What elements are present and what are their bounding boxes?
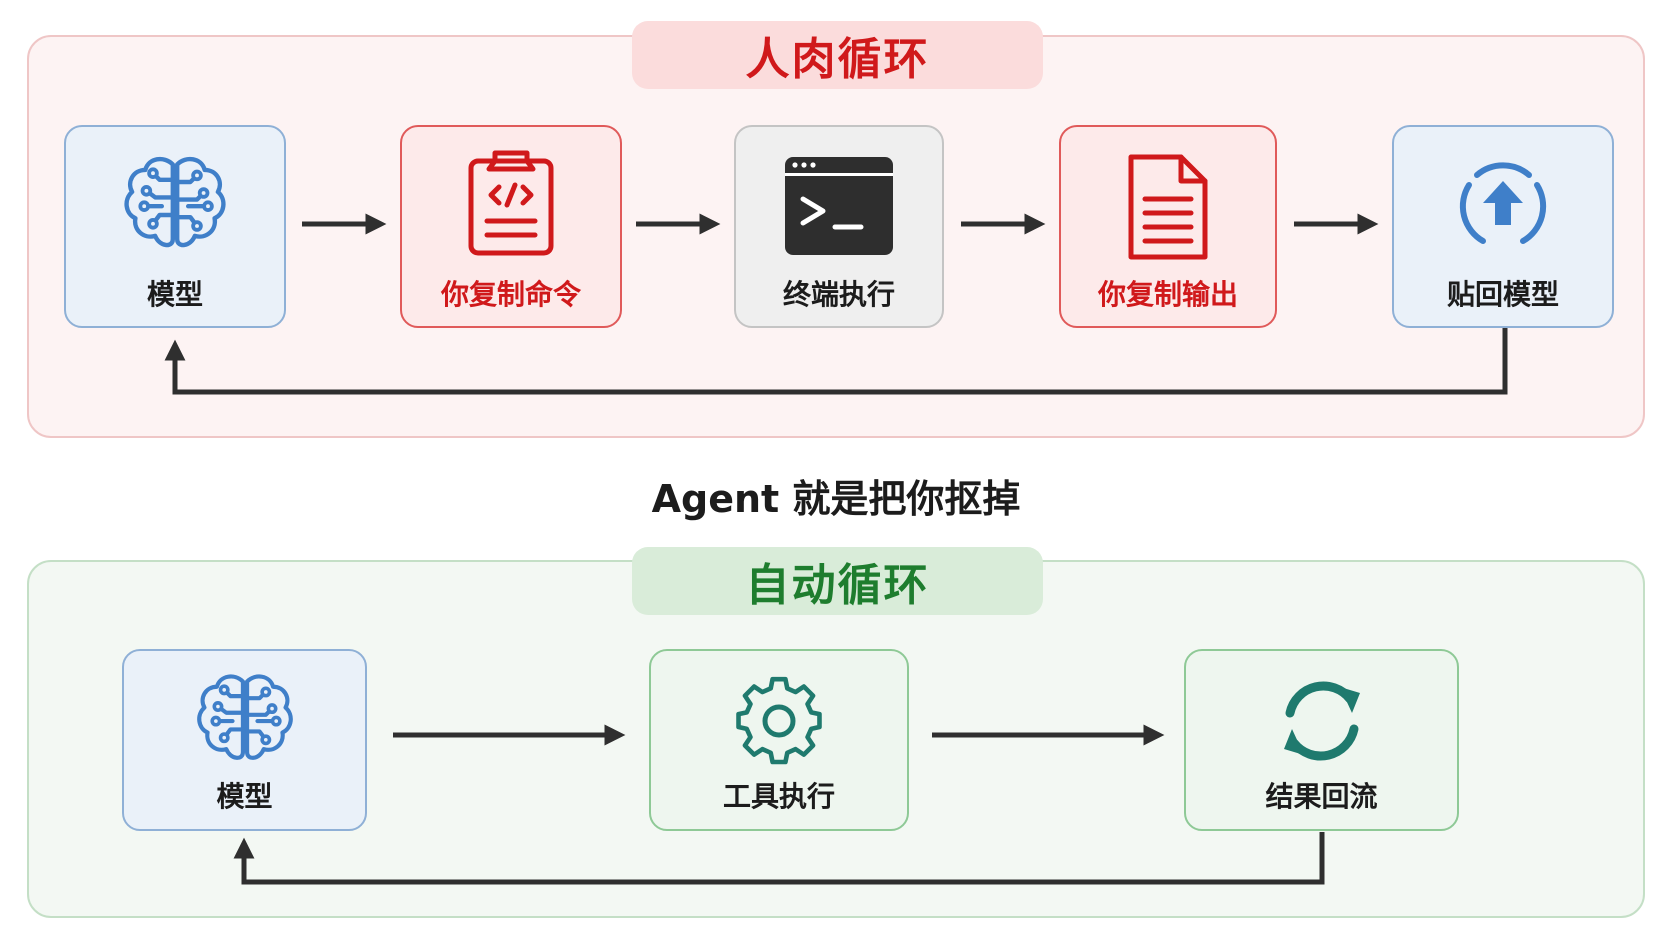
brain-icon <box>190 667 300 771</box>
middle-caption: Agent 就是把你抠掉 <box>651 477 1021 521</box>
terminal-icon <box>785 157 893 255</box>
node-label: 你复制输出 <box>1097 278 1238 311</box>
arrow-result-to-model <box>233 832 1325 885</box>
node-model-auto: 模型 <box>122 649 367 831</box>
node-label: 模型 <box>146 278 203 311</box>
node-model-manual: 模型 <box>64 125 286 328</box>
node-copy-output: 你复制输出 <box>1059 125 1277 328</box>
node-paste-back: 贴回模型 <box>1392 125 1614 328</box>
document-icon <box>1128 154 1208 260</box>
arrow-paste-back-to-model <box>164 328 1508 395</box>
clipboard-code-icon <box>468 150 554 256</box>
node-label: 终端执行 <box>782 278 895 311</box>
manual-loop-title: 人肉循环 <box>632 21 1043 89</box>
node-label: 贴回模型 <box>1446 278 1559 311</box>
gear-icon <box>736 676 822 765</box>
brain-icon <box>120 149 230 259</box>
refresh-icon <box>1283 681 1360 761</box>
node-copy-command: 你复制命令 <box>400 125 622 328</box>
node-label: 模型 <box>216 780 273 813</box>
node-result-return: 结果回流 <box>1184 649 1459 831</box>
auto-loop-title: 自动循环 <box>632 547 1043 615</box>
node-label: 工具执行 <box>722 780 835 813</box>
node-terminal-exec: 终端执行 <box>734 125 944 328</box>
upload-cycle-icon <box>1459 162 1547 244</box>
node-label: 结果回流 <box>1265 780 1378 813</box>
node-tool-exec: 工具执行 <box>649 649 909 831</box>
node-label: 你复制命令 <box>440 278 581 311</box>
